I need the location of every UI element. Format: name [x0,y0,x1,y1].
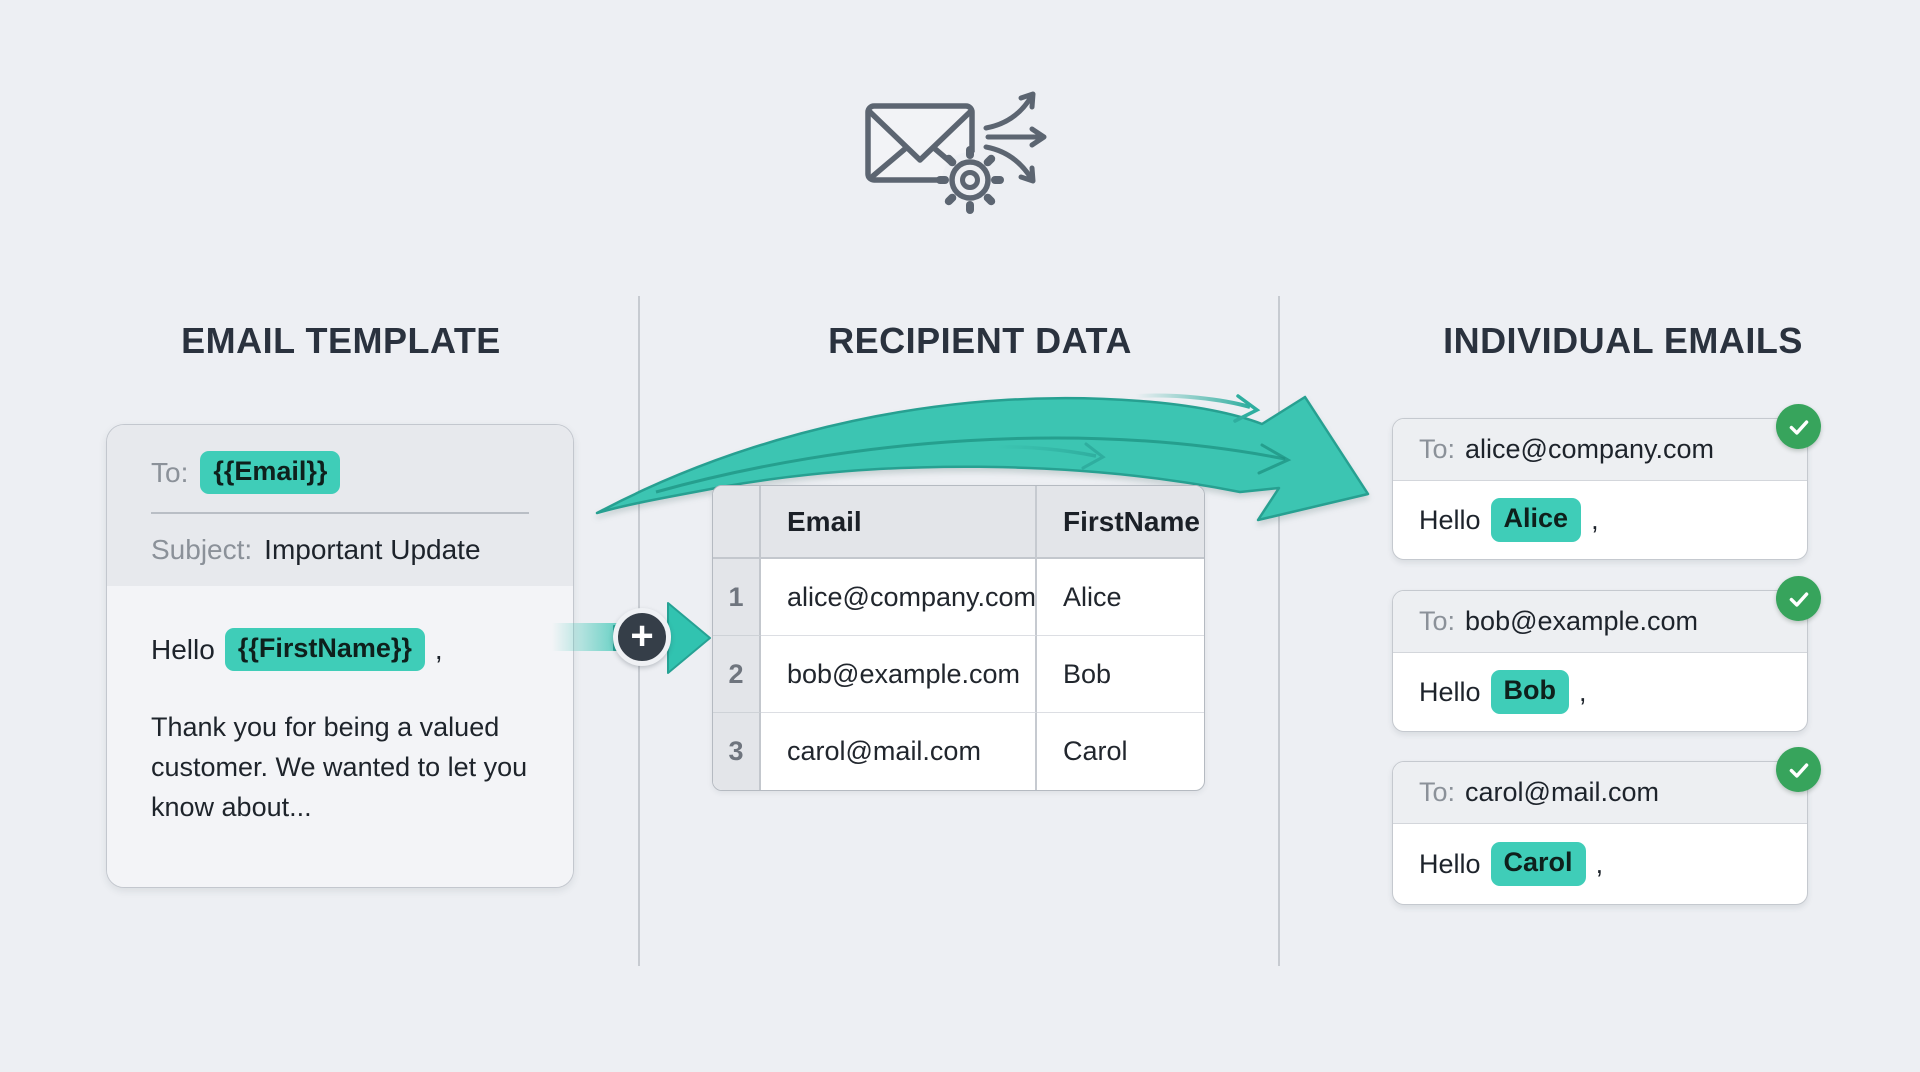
greeting-suffix: , [1579,676,1587,707]
accent-arrow-bottom [995,445,1097,458]
subject-value: Important Update [264,534,481,566]
greeting-suffix: , [434,633,443,665]
gear-icon [936,146,1004,214]
success-check-icon [1776,747,1821,792]
merged-name-chip: Carol [1490,842,1586,886]
recipient-data-table: Email FirstName 1 alice@company.com Alic… [712,485,1205,791]
heading-email-template: EMAIL TEMPLATE [181,320,501,361]
accent-arrow-top-head [1233,394,1261,423]
table-corner-cell [713,486,761,559]
accent-arrow-top [1135,393,1251,409]
greeting-prefix: Hello [1419,676,1481,707]
section-divider-right [1278,296,1280,966]
individual-email-card: To: alice@company.com Hello Alice , [1392,404,1821,560]
table-cell-firstname: Alice [1037,559,1204,636]
table-cell-firstname: Bob [1037,636,1204,713]
row-number: 1 [713,559,761,636]
greeting-suffix: , [1591,504,1599,535]
email-address: carol@mail.com [1465,777,1659,807]
swoosh-inner-arrowhead [1257,443,1292,475]
individual-email-card: To: carol@mail.com Hello Carol , [1392,747,1821,905]
greeting-prefix: Hello [1419,848,1481,879]
success-check-icon [1776,404,1821,449]
email-template-card: To: {{Email}} Subject: Important Update … [106,424,574,888]
mail-merge-icon [865,91,1047,214]
table-cell-firstname: Carol [1063,736,1128,766]
email-address: bob@example.com [1465,606,1699,636]
to-label: To: [151,456,189,488]
swoosh-inner-line [655,436,1286,494]
template-subject-row: Subject: Important Update [151,534,529,566]
table-cell-email: carol@mail.com [761,713,1037,790]
table-cell-email: alice@company.com [761,559,1037,636]
template-to-row: To: {{Email}} [151,451,529,495]
email-to-row: To: alice@company.com [1393,419,1807,481]
greeting-prefix: Hello [1419,504,1481,535]
email-to-row: To: bob@example.com [1393,591,1807,653]
firstname-merge-field-chip: {{FirstName}} [224,628,425,672]
email-to-row: To: carol@mail.com [1393,762,1807,824]
email-greeting: Hello Carol , [1393,824,1807,904]
merged-name-chip: Alice [1490,498,1582,542]
row-number: 3 [713,713,761,790]
template-greeting: Hello {{FirstName}} , [151,628,529,672]
to-label: To: [1419,777,1456,807]
merged-name-chip: Bob [1490,670,1570,714]
email-address: alice@company.com [1465,434,1715,464]
template-header: To: {{Email}} Subject: Important Update [107,425,573,587]
to-label: To: [1419,606,1456,636]
greeting-prefix: Hello [151,633,215,665]
heading-individual-emails: INDIVIDUAL EMAILS [1443,320,1803,361]
template-body-text: Thank you for being a valued customer. W… [151,712,528,823]
subject-label: Subject: [151,534,253,566]
fan-out-arrows-icon [983,91,1047,184]
email-merge-field-chip: {{Email}} [200,451,341,495]
individual-email-card: To: bob@example.com Hello Bob , [1392,576,1821,732]
template-header-divider [151,512,529,515]
table-cell-email: bob@example.com [761,636,1037,713]
accent-arrow-bottom-head [1081,442,1106,470]
plus-icon: + [613,608,671,666]
success-check-icon [1776,576,1821,621]
to-label: To: [1419,434,1456,464]
template-body: Hello {{FirstName}} , Thank you for bein… [107,586,573,887]
greeting-suffix: , [1595,848,1604,879]
email-greeting: Hello Alice , [1393,481,1807,559]
heading-recipient-data: RECIPIENT DATA [828,320,1132,361]
row-number: 2 [713,636,761,713]
table-header-firstname: FirstName [1037,486,1204,559]
table-header-email: Email [761,486,1037,559]
email-greeting: Hello Bob , [1393,653,1807,731]
